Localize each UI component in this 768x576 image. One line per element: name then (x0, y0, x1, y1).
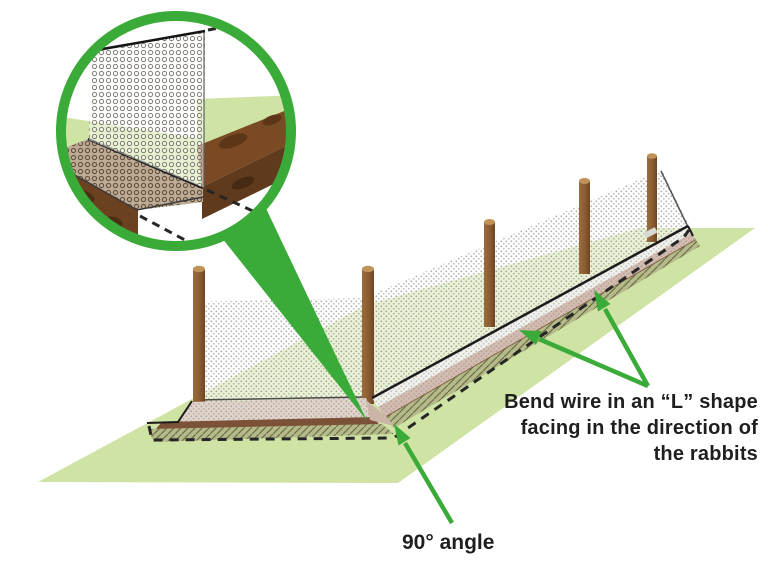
bend-line-side (371, 224, 689, 400)
angle-label: 90° angle (402, 531, 495, 554)
soil-strip-front (154, 417, 380, 431)
mesh-overlap-detail (643, 227, 658, 239)
fence-mesh-front (194, 298, 367, 403)
arrow-flap-lower (519, 330, 649, 389)
flap-corner-piece (366, 400, 394, 426)
fence-posts (193, 153, 657, 404)
bend-wire-label-line3: the rabbits (653, 443, 758, 465)
fence-post (647, 153, 657, 242)
fence-base-front (146, 398, 394, 442)
fence-post (362, 265, 374, 404)
magnifier-beam (222, 200, 367, 421)
bend-wire-label-line1: Bend wire in an “L” shape (504, 391, 758, 413)
bend-wire-label-line2: facing in the direction of (520, 417, 758, 439)
magnifier-ring (56, 11, 296, 251)
wire-flap-front (148, 424, 394, 442)
fence-post (579, 178, 590, 274)
fence-mesh-side (364, 170, 690, 400)
callout-arrows (394, 290, 650, 525)
fence-base-side (366, 224, 700, 428)
inset-wire-flap (65, 139, 204, 211)
arrow-angle (394, 424, 454, 525)
fence-post (484, 219, 495, 327)
arrow-flap-upper (594, 290, 650, 388)
inset-grass-right (196, 95, 287, 148)
bend-wire-label: Bend wire in an “L” shape facing in the … (504, 389, 758, 467)
fence-post (193, 265, 205, 404)
buried-edge-dashes (147, 229, 691, 442)
